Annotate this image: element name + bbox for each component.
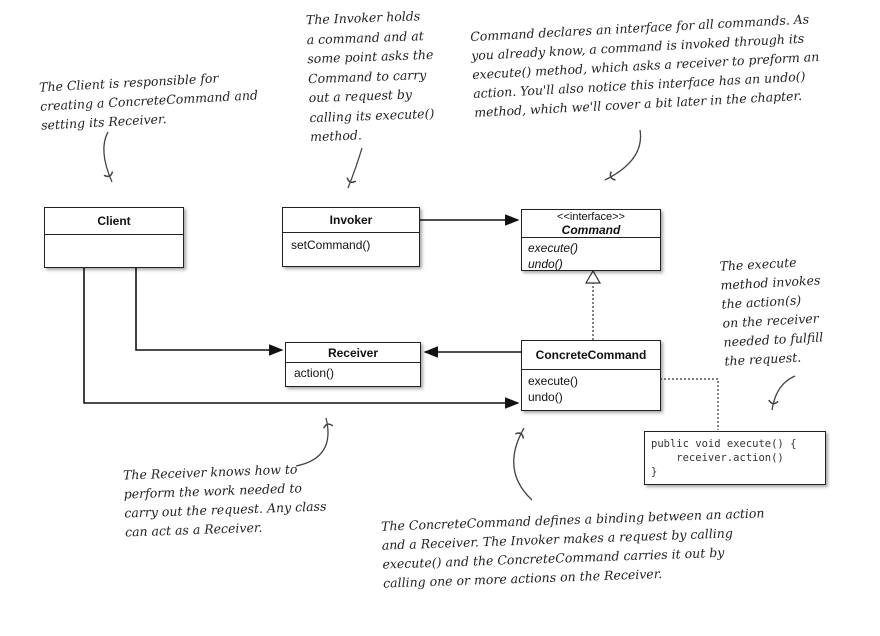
client-to-receiver-association [135,268,284,356]
receiver-methods: action() [286,363,420,383]
concrete-note-pointer [513,427,533,501]
receiver-class: Receiver action() [285,342,421,387]
invoker-class: Invoker setCommand() [282,207,420,267]
invoker-note-pointer [346,147,363,189]
client-note: The Client is responsible for creating a… [39,66,260,134]
execute-code-snippet: public void execute() { receiver.action(… [644,431,826,485]
client-class: Client [44,207,184,268]
command-method: undo() [528,257,563,271]
execute-note: The execute method invokes the action(s)… [719,251,825,370]
client-class-name: Client [45,208,183,235]
command-interface-name: Command [561,222,621,237]
receiver-class-name: Receiver [286,343,420,363]
receiver-note: The Receiver knows how to perform the wo… [123,458,328,541]
code-line: public void execute() { [651,438,797,450]
concrete-command-note: The ConcreteCommand defines a binding be… [381,503,767,592]
client-to-concrete-command-association [83,268,520,409]
code-line: receiver.action() [651,452,784,464]
concrete-command-class: ConcreteCommand execute() undo() [521,340,661,411]
command-note: Command declares an interface for all co… [470,9,822,122]
concrete-command-methods: execute() undo() [522,370,660,408]
implements-triangle [584,269,602,284]
code-line: } [651,466,658,478]
command-methods: execute() undo() [522,238,660,274]
concrete-command-class-name: ConcreteCommand [522,341,660,370]
client-note-pointer [103,131,114,183]
command-interface: <<interface>> Command execute() undo() [521,209,661,271]
concrete-command-method: execute() [528,374,579,388]
receiver-note-pointer [295,417,334,467]
concrete-command-method: undo() [528,390,563,404]
command-method: execute() [528,241,579,255]
invoker-class-name: Invoker [283,208,419,233]
receiver-method: action() [294,366,335,380]
invoker-method: setCommand() [291,238,371,252]
command-interface-header: <<interface>> Command [522,210,660,238]
command-note-pointer [604,129,642,181]
invoker-methods: setCommand() [283,233,419,257]
execute-note-pointer [768,375,796,411]
invoker-note: The Invoker holds a command and at some … [306,6,437,147]
interface-stereotype: <<interface>> [557,210,625,223]
